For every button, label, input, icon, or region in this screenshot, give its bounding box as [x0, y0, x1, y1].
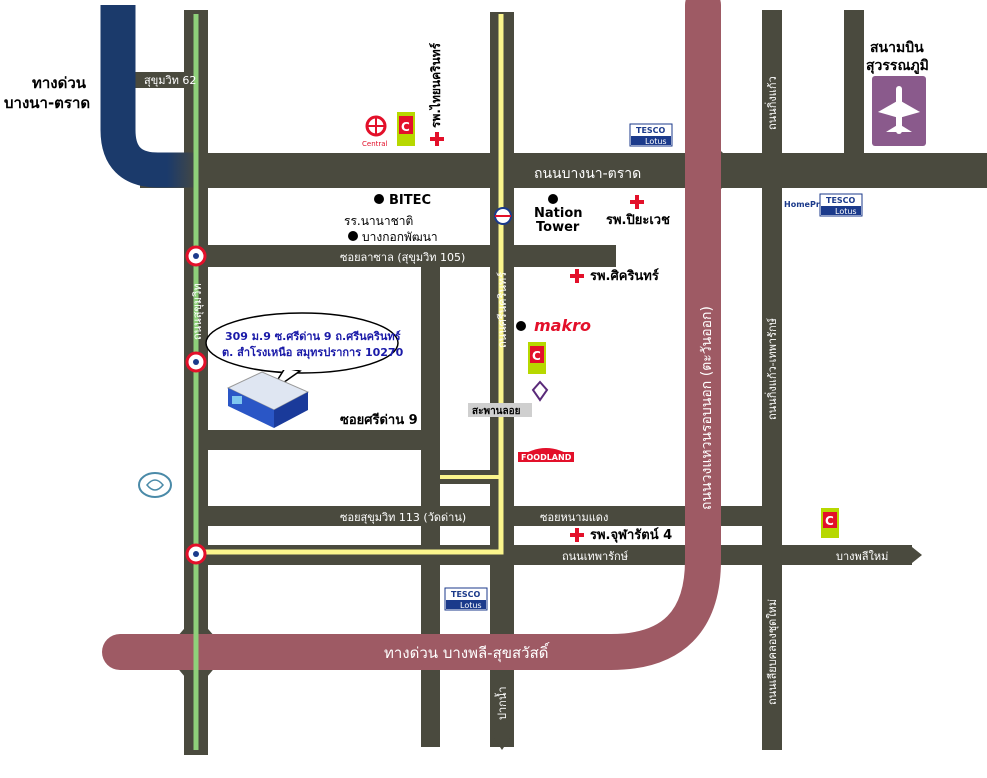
- address-bubble: [205, 312, 399, 374]
- label-sikarin: รพ.ศิครินทร์: [590, 268, 659, 284]
- road-sukhumvit62: [130, 72, 190, 88]
- label-bangkok-pattana: บางกอกพัฒนา: [362, 230, 438, 244]
- label-uturn: U-Turn: [446, 455, 483, 469]
- label-bangplee-mai: บางพลีใหม่: [836, 550, 888, 563]
- tesco-lotus-logo-icon: TESCO Lotus: [444, 587, 488, 611]
- label-soi-sukhumvit113: ซอยสุขุมวิท 113 (วัดด่าน): [340, 511, 466, 524]
- makro-marker-icon: [516, 321, 526, 331]
- label-sukhumvit62: สุขุมวิท 62: [144, 74, 196, 87]
- label-expressway-bangna: ทางด่วน บางนา-ตราด: [4, 74, 91, 112]
- building-icon: [226, 371, 310, 428]
- road-soi-vertical: [421, 262, 440, 747]
- nation-marker-icon: [548, 194, 558, 204]
- label-bangna-trad-road: ถนนบางนา-ตราด: [534, 166, 641, 182]
- label-expressway-bangplee: ทางด่วน บางพลี-สุขสวัสดิ์: [384, 642, 550, 663]
- road-airport-link: [844, 10, 864, 160]
- road-thepharak: [196, 545, 912, 565]
- expressway-bangna-trad: [100, 5, 200, 188]
- label-chularat: รพ.จุฬารัตน์ 4: [590, 527, 672, 543]
- svg-text:C: C: [825, 514, 834, 528]
- gas-station-icon: [185, 245, 207, 267]
- label-srinakarin-road: ถนนศรีนครินทร์: [496, 272, 509, 348]
- school-marker-icon: [348, 231, 358, 241]
- hospital-icon: [630, 195, 644, 209]
- label-soi-nongmangdaeng: ซอยหนามแดง: [540, 511, 608, 524]
- tesco-lotus-logo-icon: TESCO Lotus: [629, 123, 673, 147]
- road-soi-sukhumvit113: [196, 506, 766, 526]
- svg-text:C: C: [401, 120, 410, 134]
- saphan-loi-box: [468, 403, 532, 417]
- bitec-marker-icon: [374, 194, 384, 204]
- hospital-icon: [430, 132, 444, 146]
- bigc-logo-icon: C: [528, 342, 546, 374]
- label-piyavate: รพ.ปิยะเวช: [606, 213, 670, 228]
- emblem-icon: [138, 472, 172, 498]
- label-pak-nam: ปากน้ำ: [494, 686, 509, 720]
- label-thai-nakarin-hospital: รพ.ไทยนครินทร์: [428, 42, 443, 128]
- svg-text:C: C: [532, 349, 541, 363]
- svg-text:HomePro: HomePro: [784, 200, 826, 209]
- tesco-lotus-logo-icon: TESCO Lotus: [819, 193, 863, 217]
- label-thepharak-road: ถนนเทพารักษ์: [562, 550, 628, 563]
- svg-text:TESCO: TESCO: [451, 590, 481, 599]
- label-nation-tower: Nation Tower: [534, 206, 587, 235]
- svg-text:FOODLAND: FOODLAND: [521, 453, 572, 462]
- bangplee-mai-box: [830, 546, 912, 564]
- svg-text:Lotus: Lotus: [645, 137, 667, 146]
- label-address: 309 ม.9 ซ.ศรีด่าน 9 ถ.ศรีนครินทร์ ต. สำโ…: [222, 330, 404, 360]
- road-soi-lasalle: [196, 245, 616, 267]
- road-soi-sridan9: [204, 430, 424, 450]
- hospital-icon: [570, 528, 584, 542]
- bigc-logo-icon: C: [397, 112, 415, 146]
- label-sukhumvit-road: ถนนสุขุมวิท: [191, 283, 204, 340]
- label-kingkaew-thepharak: ถนนกิ่งแก้ว-เทพารักษ์: [764, 318, 779, 420]
- label-makro: makro: [534, 316, 591, 335]
- label-intl-school: รร.นานาชาติ: [344, 214, 413, 228]
- label-saphan-loi: สะพานลอย: [472, 406, 521, 417]
- svg-text:Lotus: Lotus: [460, 601, 482, 610]
- paknam-arrow: [494, 738, 510, 750]
- bangplee-arrow: [912, 547, 922, 563]
- bts-logo-icon: [494, 207, 512, 225]
- bigc-logo-icon: C: [821, 508, 839, 538]
- label-kingkaew-road: ถนนกิ่งแก้ว: [764, 76, 779, 130]
- svg-text:TESCO: TESCO: [636, 126, 666, 135]
- label-soi-sridan9: ซอยศรีด่าน 9: [340, 412, 418, 428]
- road-outer-ring: [102, 0, 721, 670]
- label-soi-lasalle: ซอยลาซาล (สุขุมวิท 105): [340, 251, 465, 264]
- central-logo-icon: Central: [362, 115, 388, 148]
- label-central: Central: [362, 140, 388, 148]
- gas-station-icon: [185, 543, 207, 565]
- roads: [130, 10, 987, 755]
- label-kingkaew-khlong: ถนนเลียบคลองชุดใหม่: [766, 599, 779, 705]
- gas-station-icon: [185, 351, 207, 373]
- label-outer-ring: ถนนวงแหวนรอบนอก (ตะวันออก): [699, 306, 715, 510]
- airplane-icon: [878, 86, 920, 134]
- homepro-logo-icon: HomePro: [783, 196, 826, 210]
- label-airport: สนามบิน สุวรรณภูมิ: [866, 40, 929, 74]
- svg-text:Lotus: Lotus: [835, 207, 857, 216]
- hospital-icon: [570, 269, 584, 283]
- svg-text:TESCO: TESCO: [826, 196, 856, 205]
- label-bitec: BITEC: [389, 193, 431, 208]
- foodland-logo-icon: FOODLAND: [518, 448, 574, 462]
- route-yellow: [196, 14, 504, 555]
- temple-icon: [531, 380, 549, 402]
